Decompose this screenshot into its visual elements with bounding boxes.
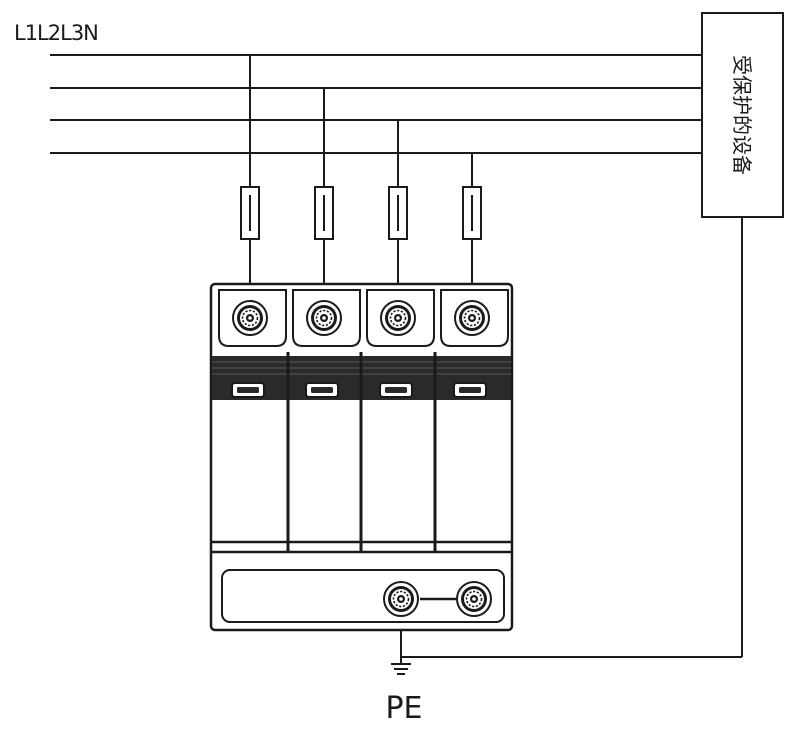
terminal-screw-icon: [232, 300, 268, 336]
protected-equipment-box: [701, 12, 784, 218]
terminal-screw-icon: [380, 300, 416, 336]
terminal-screw-icon: [454, 300, 490, 336]
protected-equipment-label: 受保护的设备: [730, 55, 754, 175]
surge-protector-device: [209, 282, 514, 632]
phase-lines-label: L1L2L3N: [14, 21, 98, 45]
base-terminal-area: [221, 569, 505, 623]
bus-lines: [50, 54, 702, 154]
terminal-screw-icon: [456, 581, 492, 617]
ground-symbol-icon: [391, 663, 411, 675]
terminal-screw-icon: [306, 300, 342, 336]
fuse-drops: [240, 55, 482, 290]
terminal-screw-icon: [383, 581, 419, 617]
ground-wiring: [400, 217, 743, 664]
pe-label: PE: [385, 691, 422, 726]
protected-equipment: 受保护的设备: [701, 12, 784, 218]
